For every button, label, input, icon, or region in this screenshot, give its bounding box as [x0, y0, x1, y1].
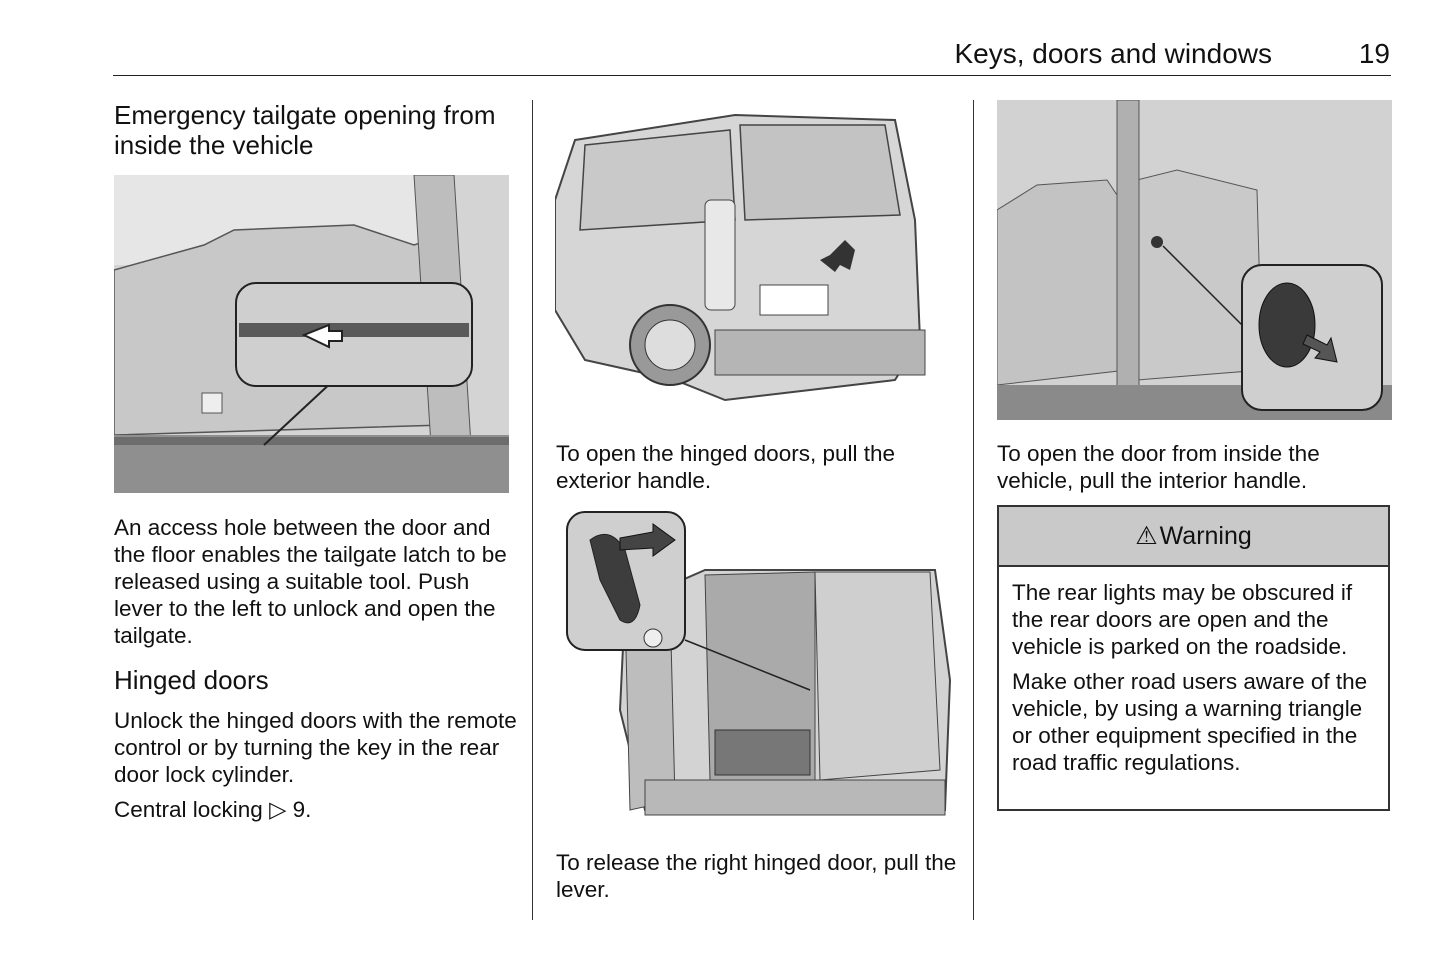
- col1-text-block: An access hole between the door and the …: [114, 514, 519, 823]
- central-locking-reference: Central locking ▷ 9.: [114, 796, 519, 823]
- page-reference-arrow-icon: ▷: [269, 797, 287, 822]
- warning-box: ⚠ Warning The rear lights may be obscure…: [997, 505, 1390, 811]
- warning-header: ⚠ Warning: [999, 507, 1388, 567]
- header-rule: [113, 75, 1391, 76]
- figure-van-rear-doors-lever: [565, 510, 955, 830]
- warning-paragraph-2: Make other road users aware of the vehic…: [1012, 669, 1368, 775]
- caption-release-lever: To release the right hinged door, pull t…: [556, 850, 957, 902]
- caption-exterior-handle: To open the hinged doors, pull the exter…: [556, 441, 896, 493]
- column-divider-1: [532, 100, 533, 920]
- tailgate-instructions: An access hole between the door and the …: [114, 515, 507, 648]
- hinged-doors-instructions: Unlock the hinged doors with the remote …: [114, 708, 517, 787]
- warning-body: The rear lights may be obscured if the r…: [999, 567, 1388, 776]
- caption-interior-handle: To open the door from inside the vehicle…: [997, 441, 1320, 493]
- col2-caption-1-wrap: To open the hinged doors, pull the exter…: [556, 440, 956, 494]
- section-tailgate-heading-wrap: Emergency tailgate opening from inside t…: [114, 100, 514, 160]
- figure-van-exterior-handle: [555, 100, 927, 420]
- warning-triangle-icon: ⚠: [1135, 522, 1158, 550]
- col3-caption-wrap: To open the door from inside the vehicle…: [997, 440, 1397, 494]
- running-header-title: Keys, doors and windows: [954, 38, 1272, 69]
- col2-caption-2-wrap: To release the right hinged door, pull t…: [556, 849, 966, 903]
- warning-title: Warning: [1159, 521, 1252, 550]
- section-heading-hinged-doors: Hinged doors: [114, 665, 269, 695]
- section-heading-emergency-tailgate: Emergency tailgate opening from inside t…: [114, 100, 496, 160]
- central-locking-page-link[interactable]: 9.: [292, 797, 312, 822]
- central-locking-text: Central locking: [114, 797, 263, 822]
- figure-tailgate-interior: [114, 175, 509, 493]
- figure-interior-door-handle: [997, 100, 1392, 420]
- page-number: 19: [1358, 38, 1390, 69]
- warning-paragraph-1: The rear lights may be obscured if the r…: [1012, 580, 1353, 659]
- column-divider-2: [973, 100, 974, 920]
